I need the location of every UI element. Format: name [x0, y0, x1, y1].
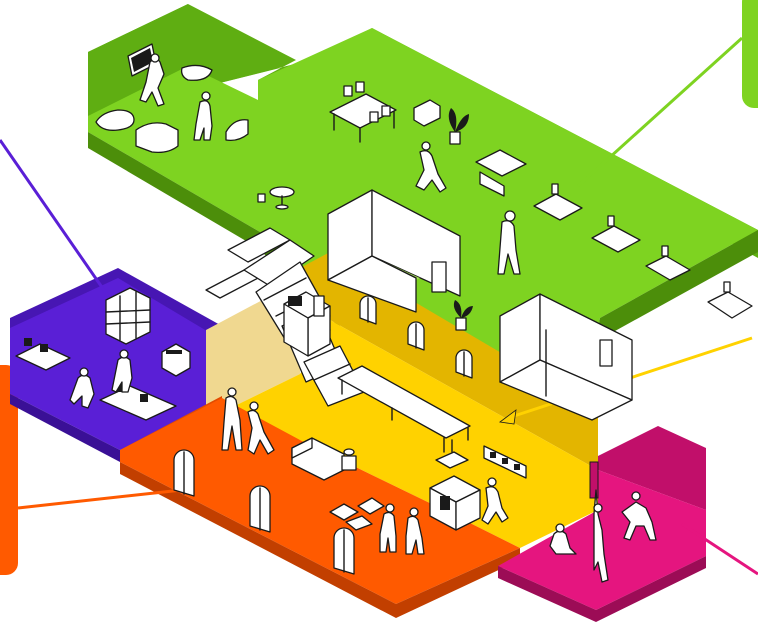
lamp-icon — [341, 448, 357, 471]
plant-icon — [453, 300, 473, 331]
pouf-icon — [329, 497, 385, 531]
sofa-icon — [413, 99, 441, 127]
glass-room — [499, 293, 633, 421]
green-furniture — [95, 43, 753, 421]
bookshelf-icon — [105, 287, 151, 345]
desk-icon — [337, 365, 471, 453]
magenta-back-wall — [598, 426, 706, 510]
leader-line-orange — [17, 488, 183, 510]
desk-icon — [329, 81, 397, 143]
leader-line-green — [576, 36, 744, 188]
tv-icon — [483, 445, 527, 479]
desk-icon — [15, 338, 177, 421]
desk-icon — [475, 149, 753, 319]
kitchen-icon — [283, 291, 331, 357]
leader-line-magenta — [681, 522, 758, 576]
person-icon — [481, 477, 509, 525]
copier-icon — [161, 343, 191, 377]
person-icon — [139, 53, 521, 275]
door-icon — [589, 461, 599, 499]
window-icon — [173, 449, 355, 575]
person-icon — [69, 349, 133, 409]
kitchen-icon — [429, 439, 481, 531]
callout-box-green — [742, 0, 758, 108]
window-icon — [359, 295, 473, 379]
green-floor — [88, 28, 758, 400]
purple-edge — [10, 394, 120, 462]
green-back-wall — [88, 4, 758, 258]
desk-icon — [257, 186, 295, 210]
leader-line-purple — [0, 139, 110, 297]
magenta-furniture — [549, 461, 657, 583]
person-icon — [221, 387, 425, 555]
person-icon — [549, 489, 657, 583]
plant-icon — [448, 108, 469, 145]
orange-furniture — [173, 387, 425, 575]
purple-furniture — [15, 287, 191, 421]
callout-box-orange — [0, 365, 18, 575]
sofa-icon — [95, 64, 249, 154]
magenta-edge — [498, 556, 706, 622]
yellow-furniture — [283, 291, 527, 531]
leader-arrowhead-yellow — [498, 409, 517, 425]
glass-room — [327, 189, 461, 313]
